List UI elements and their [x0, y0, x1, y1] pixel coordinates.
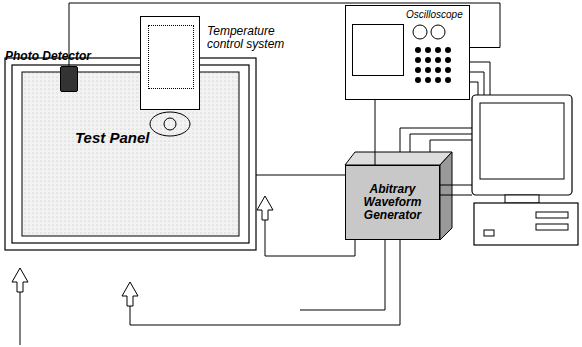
control-window	[148, 25, 194, 89]
actuator-arrow	[257, 196, 273, 220]
node-label: Temperature control system	[207, 25, 297, 51]
waveform-generator: Abitrary Waveform Generator	[345, 165, 440, 240]
box-side	[440, 152, 452, 240]
disk-drive	[536, 224, 568, 230]
oscilloscope: Oscilloscope	[345, 5, 470, 100]
wire	[440, 195, 472, 196]
node-label: Photo Detector	[5, 50, 91, 63]
node-label: Oscilloscope	[406, 9, 463, 20]
box-top	[345, 152, 452, 165]
wire	[440, 185, 472, 186]
node-label: Test Panel	[75, 130, 149, 147]
node-label: Abitrary Waveform Generator	[350, 183, 435, 223]
actuator-arrow	[122, 282, 138, 306]
test-panel: Test Panel	[5, 58, 256, 250]
scope-screen	[352, 24, 404, 76]
panel-frame	[12, 65, 249, 243]
heater-ring	[150, 112, 190, 136]
actuator-arrow	[12, 268, 28, 292]
photo-detector: Photo Detector	[60, 66, 78, 92]
panel-surface	[22, 72, 239, 236]
wire	[300, 240, 385, 310]
wire	[256, 175, 345, 176]
wire	[375, 100, 376, 165]
power-button	[484, 230, 494, 236]
monitor-screen	[480, 103, 564, 179]
wire	[20, 292, 21, 345]
computer-monitor	[472, 95, 572, 195]
computer-case	[474, 203, 578, 245]
wire	[130, 240, 400, 325]
wire	[265, 220, 355, 256]
temperature-control-box: Temperature control system	[140, 16, 200, 110]
panel-frame	[5, 58, 256, 250]
disk-drive	[536, 212, 568, 218]
scope-controls	[410, 22, 466, 92]
heater-ring	[164, 118, 176, 130]
monitor-stand	[505, 195, 539, 203]
